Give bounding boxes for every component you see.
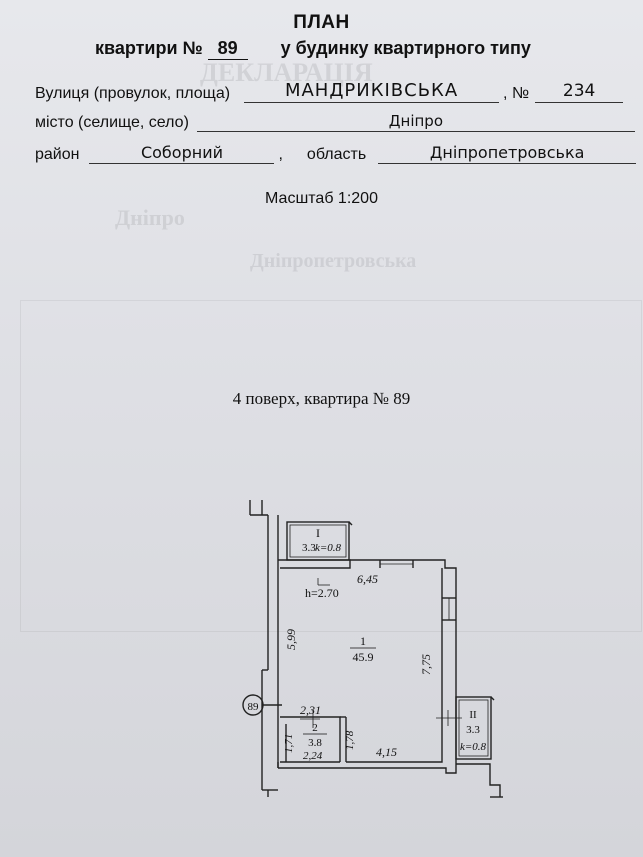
number-label: , № (503, 85, 530, 102)
apartment-marker-label: 89 (248, 701, 260, 713)
dim-room2-right: 1,78 (344, 730, 356, 750)
main-room-walls (277, 559, 457, 774)
dim-room2-left: 1,71 (283, 734, 295, 753)
exterior-wall (249, 500, 279, 797)
balcony-II-outline (455, 696, 495, 760)
document-title: ПЛАН (293, 12, 350, 33)
ceiling-height: h=2.70 (305, 586, 339, 600)
dim-right: 7,75 (419, 654, 433, 675)
street-label: Вулиця (провулок, площа) (35, 85, 231, 102)
building-type: у будинку квартирного типу (280, 38, 531, 58)
city-row: місто (селище, село) Дніпро (35, 112, 635, 132)
dim-bottom: 4,15 (376, 745, 397, 759)
city-value: Дніпро (196, 112, 635, 132)
region-value: Дніпропетровська (378, 143, 637, 164)
balcony-II-k: k=0.8 (460, 741, 487, 753)
apartment-label: квартири № (95, 38, 203, 58)
district-value: Соборний (89, 143, 275, 164)
room-2-area: 3.8 (308, 737, 322, 749)
dim-room2-bottom: 2,24 (303, 750, 323, 762)
room-2-walls (280, 716, 347, 763)
district-row: район Соборний , область Дніпропетровськ… (35, 143, 637, 164)
balcony-I-id: I (316, 526, 320, 540)
apartment-line: квартири № 89 у будинку квартирного типу (95, 38, 531, 60)
city-label: місто (селище, село) (35, 114, 189, 131)
dimension-lines (300, 578, 462, 728)
room-1-area: 45.9 (353, 650, 374, 664)
dim-left: 5,99 (284, 629, 298, 650)
room-2-id: 2 (312, 722, 318, 734)
apartment-number: 89 (207, 38, 248, 60)
region-label: область (306, 146, 367, 163)
street-value: МАНДРИКІВСЬКА (244, 80, 500, 103)
balcony-I-k: k=0.8 (315, 542, 342, 554)
balcony-I-area: 3.3 (302, 542, 316, 554)
floor-caption: 4 поверх, квартира № 89 (232, 389, 411, 408)
dim-room2-top: 2,31 (300, 703, 321, 717)
street-row: Вулиця (провулок, площа) МАНДРИКІВСЬКА ,… (35, 80, 624, 103)
dim-top: 6,45 (357, 572, 378, 586)
balcony-II-id: II (469, 709, 477, 721)
district-label: район (35, 146, 80, 163)
balcony-II-area: 3.3 (466, 724, 480, 736)
exterior-wall-right (456, 763, 503, 798)
scale-label: Масштаб 1:200 (265, 190, 378, 207)
room-1-id: 1 (360, 634, 366, 648)
number-value: 234 (535, 81, 624, 103)
apartment-marker: 89 (242, 694, 282, 716)
